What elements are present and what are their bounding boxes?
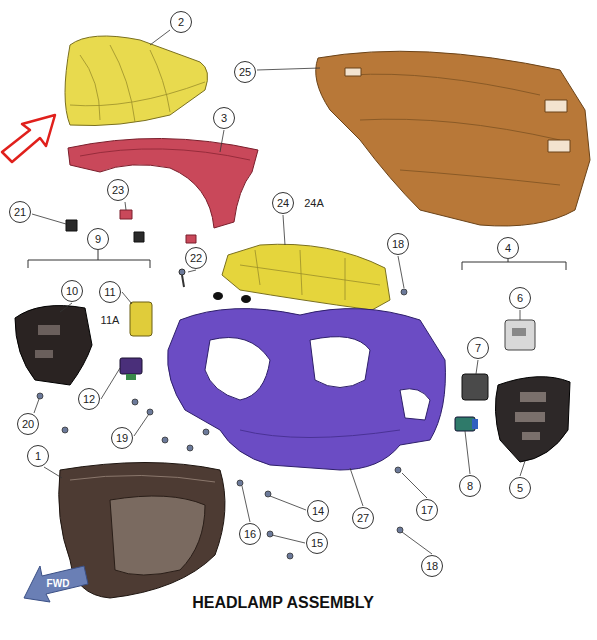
visor-frame-part [68,138,258,228]
callout-number: 10 [61,280,83,302]
callout-number: 16 [239,523,261,545]
callout-number: 7 [467,337,489,359]
clip-part [120,210,132,219]
callout-number: 11 [99,281,121,303]
callout-number: 25 [234,61,256,83]
callout-number: 15 [306,532,328,554]
switch-part [130,302,152,336]
diagram-title: HEADLAMP ASSEMBLY [192,594,374,612]
switch-part [505,320,535,350]
pointer-arrow [2,115,55,162]
callout-number: 22 [185,247,207,269]
rear-cover-part [316,51,590,226]
callout-number: 11A [99,314,122,327]
callout-number: 12 [78,388,100,410]
callout-number: 21 [9,201,31,223]
callout-number: 6 [509,287,531,309]
forward-arrow [24,566,88,602]
callout-number: 27 [352,507,374,529]
direction-label: FWD [47,579,70,589]
callout-number: 3 [213,107,235,129]
callout-number: 5 [509,477,531,499]
callout-number: 24A [302,197,326,210]
callout-number: 1 [27,445,49,467]
callout-number: 4 [497,237,519,259]
callout-number: 24 [272,192,294,214]
callout-number: 14 [307,500,329,522]
clip-part [66,220,77,231]
front-panel-part [168,309,446,470]
switch-part [462,374,488,400]
callout-number: 18 [421,555,443,577]
lamp-bracket-part [222,244,390,310]
callout-number: 2 [170,11,192,33]
switch-part [120,358,142,374]
callout-number: 17 [416,499,438,521]
visor-cover-part [65,36,208,126]
callout-number: 9 [87,228,109,250]
callout-number: 18 [387,233,409,255]
callout-number: 23 [107,179,129,201]
switch-housing-part [15,306,92,385]
switch-housing-part [495,377,570,462]
callout-number: 20 [17,413,39,435]
callout-number: 19 [111,427,133,449]
callout-number: 8 [459,475,481,497]
